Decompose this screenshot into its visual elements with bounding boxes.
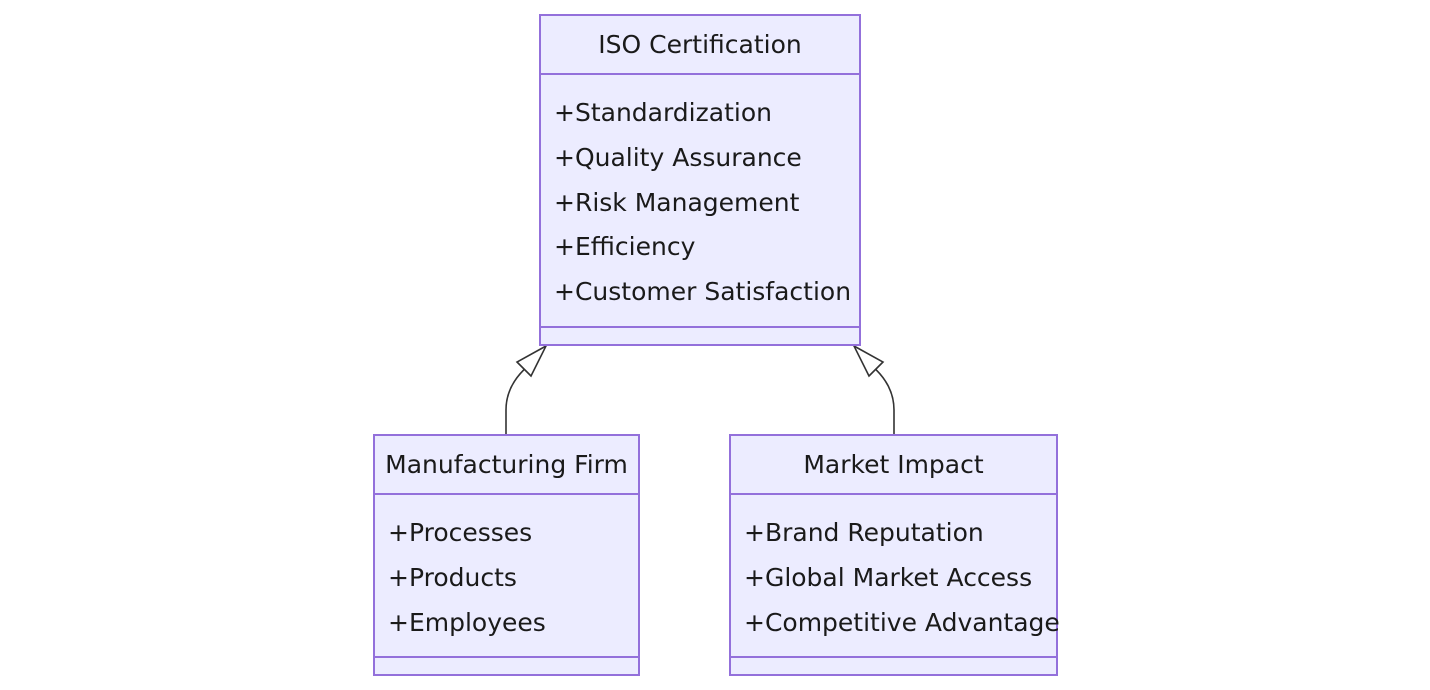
class-attribute: +Standardization: [554, 98, 772, 127]
class-title: ISO Certification: [541, 16, 859, 75]
inheritance-edge-mfg-to-iso: [505, 344, 548, 434]
class-attribute: +Products: [388, 562, 517, 592]
class-attribute: +Risk Management: [554, 187, 800, 217]
class-attribute: +Global Market Access: [744, 562, 1033, 592]
class-attributes: +Standardization +Quality Assurance +Ris…: [541, 75, 859, 328]
class-attribute: +Competitive Advantage: [744, 607, 1060, 637]
class-attribute: +Quality Assurance: [554, 142, 802, 172]
class-title: Manufacturing Firm: [375, 436, 638, 495]
inheritance-edge-mkt-to-iso: [852, 344, 895, 434]
class-title: Market Impact: [731, 436, 1056, 495]
class-box-market-impact[interactable]: Market Impact +Brand Reputation +Global …: [729, 434, 1060, 676]
class-attributes: +Processes +Products +Employees: [375, 495, 638, 658]
class-attribute: +Customer Satisfaction: [554, 277, 852, 307]
class-attribute: +Brand Reputation: [744, 518, 984, 547]
class-box-manufacturing-firm[interactable]: Manufacturing Firm +Processes +Products …: [373, 434, 640, 676]
class-box-iso-certification[interactable]: ISO Certification +Standardization +Qual…: [539, 14, 861, 346]
class-attribute: +Employees: [388, 607, 546, 637]
inheritance-arrowhead-icon: [852, 344, 885, 378]
class-attributes: +Brand Reputation +Global Market Access …: [731, 495, 1060, 658]
class-attribute: +Processes: [388, 518, 533, 547]
class-attribute: +Efficiency: [554, 232, 696, 262]
inheritance-arrowhead-icon: [515, 344, 548, 378]
